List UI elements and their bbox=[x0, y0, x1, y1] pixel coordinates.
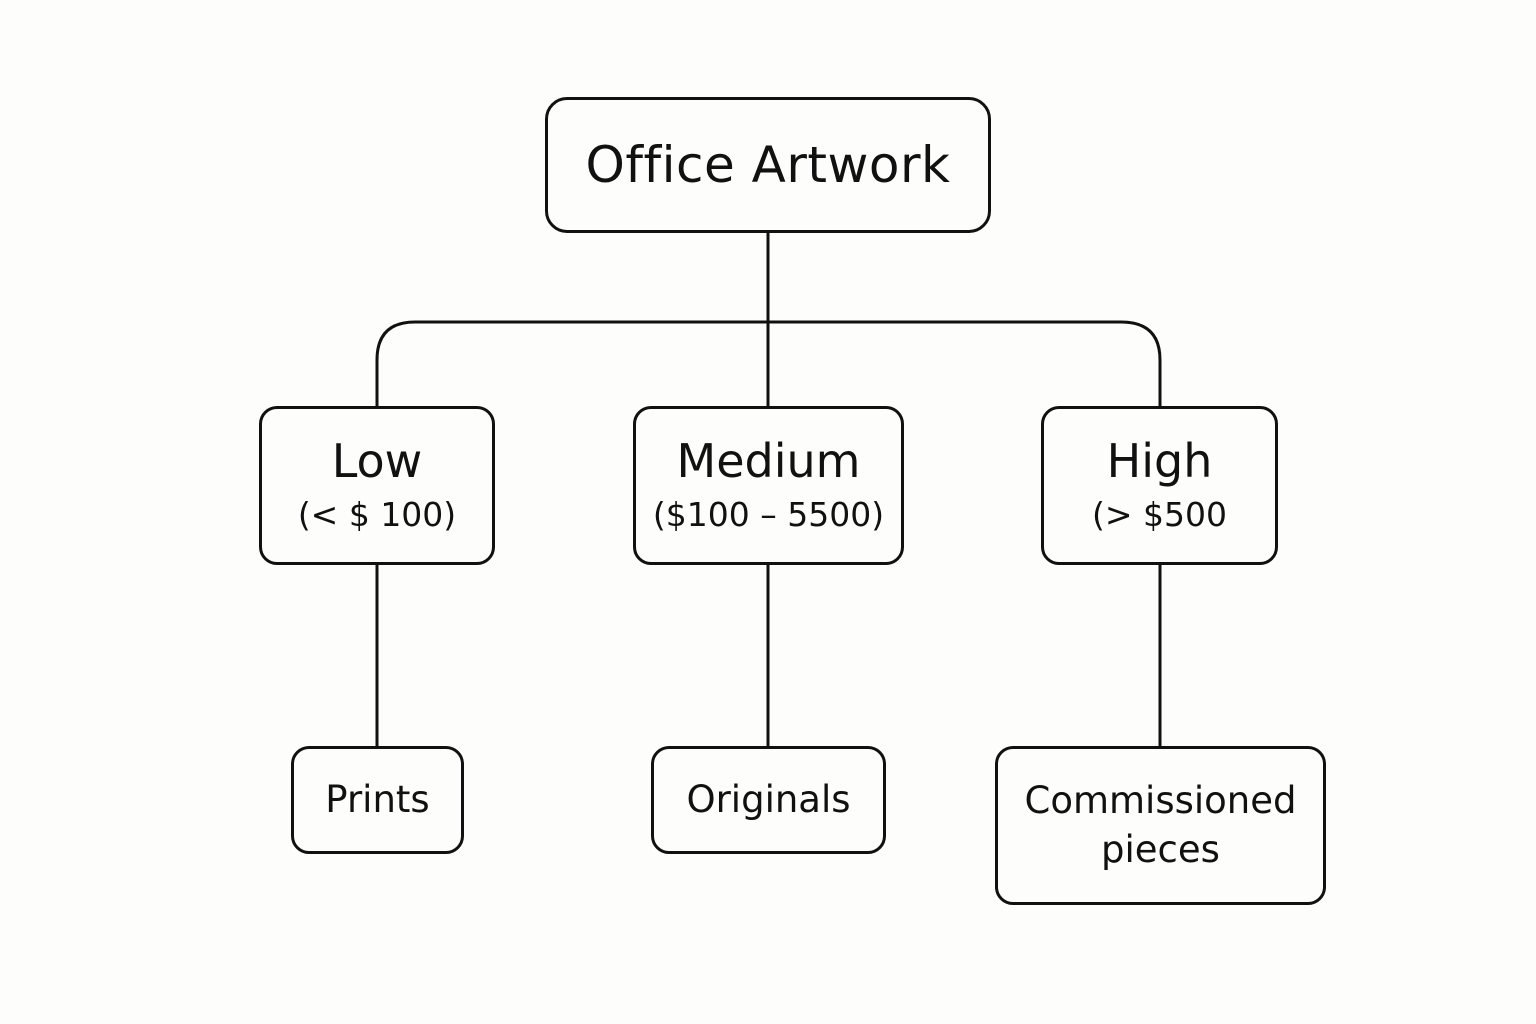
tier-low-range: (< $ 100) bbox=[297, 494, 457, 534]
leaf-originals-label: Originals bbox=[686, 777, 851, 821]
root-node: Office Artwork bbox=[545, 97, 991, 233]
tier-medium-title: Medium bbox=[676, 433, 861, 488]
root-title: Office Artwork bbox=[585, 136, 951, 194]
tier-low-title: Low bbox=[331, 433, 423, 488]
tier-high-range: (> $500 bbox=[1092, 494, 1227, 534]
leaf-commissioned-label: Commissioned pieces bbox=[1024, 779, 1297, 871]
leaf-node-originals: Originals bbox=[651, 746, 886, 854]
tier-node-low: Low (< $ 100) bbox=[259, 406, 495, 565]
tier-node-high: High (> $500 bbox=[1041, 406, 1278, 565]
leaf-prints-label: Prints bbox=[325, 777, 430, 821]
leaf-node-prints: Prints bbox=[291, 746, 464, 854]
tier-node-medium: Medium ($100 – 5500) bbox=[633, 406, 904, 565]
tier-medium-range: ($100 – 5500) bbox=[652, 494, 885, 534]
tier-high-title: High bbox=[1106, 433, 1213, 488]
connector-bus bbox=[375, 320, 1162, 408]
leaf-node-commissioned: Commissioned pieces bbox=[995, 746, 1326, 905]
